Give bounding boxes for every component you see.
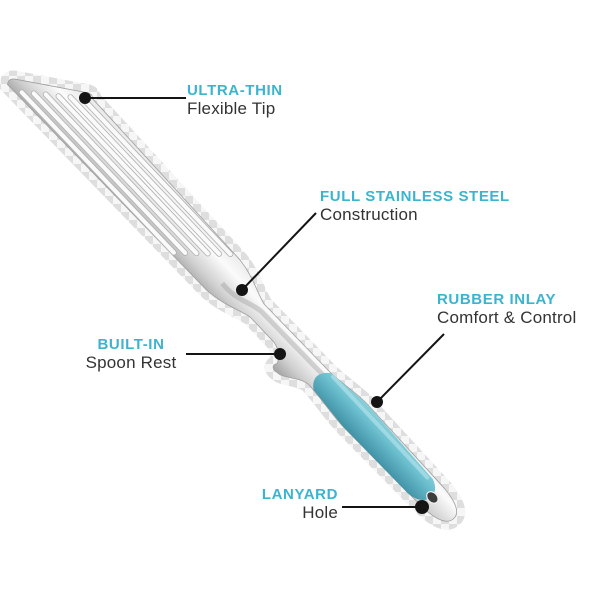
callout-dot-lanyard: [415, 500, 429, 514]
callout-lanyard-title: LANYARD: [261, 486, 338, 503]
callout-line-rubber-inlay: [376, 333, 445, 403]
callout-dot-ultra-thin: [79, 92, 91, 104]
spatula-handle-rubber-grip: [313, 372, 436, 501]
callout-lanyard-subtitle: Hole: [302, 503, 338, 523]
blade-slot: [55, 93, 211, 257]
callout-spoon-rest-subtitle: Spoon Rest: [85, 353, 177, 373]
lanyard-hole: [426, 491, 439, 504]
neck-shading: [220, 281, 327, 379]
blade-slot: [42, 91, 200, 257]
callout-rubber-inlay-subtitle: Comfort & Control: [437, 308, 577, 328]
blade-slot: [67, 94, 223, 257]
blade-slot: [30, 90, 189, 256]
callout-spoon-rest: BUILT-IN Spoon Rest: [81, 336, 181, 373]
callout-rubber-inlay-title: RUBBER INLAY: [437, 291, 557, 308]
blade-slot: [18, 89, 177, 256]
callout-ultra-thin-subtitle: Flexible Tip: [187, 99, 276, 119]
callout-lanyard: LANYARD Hole: [238, 486, 338, 523]
callout-ultra-thin: ULTRA-THIN Flexible Tip: [187, 82, 283, 119]
callout-ultra-thin-title: ULTRA-THIN: [187, 82, 283, 99]
callout-dot-stainless: [236, 284, 248, 296]
callout-line-stainless: [241, 212, 317, 291]
callout-rubber-inlay: RUBBER INLAY Comfort & Control: [437, 291, 577, 328]
callout-dot-spoon-rest: [274, 348, 286, 360]
callout-stainless-steel-subtitle: Construction: [320, 205, 418, 225]
handle-highlight: [330, 374, 430, 480]
callout-dot-rubber-inlay: [371, 396, 383, 408]
blade-slots: [18, 89, 234, 258]
callout-stainless-steel-title: FULL STAINLESS STEEL: [320, 188, 510, 205]
callout-spoon-rest-title: BUILT-IN: [97, 336, 165, 353]
callout-stainless-steel: FULL STAINLESS STEEL Construction: [320, 188, 510, 225]
